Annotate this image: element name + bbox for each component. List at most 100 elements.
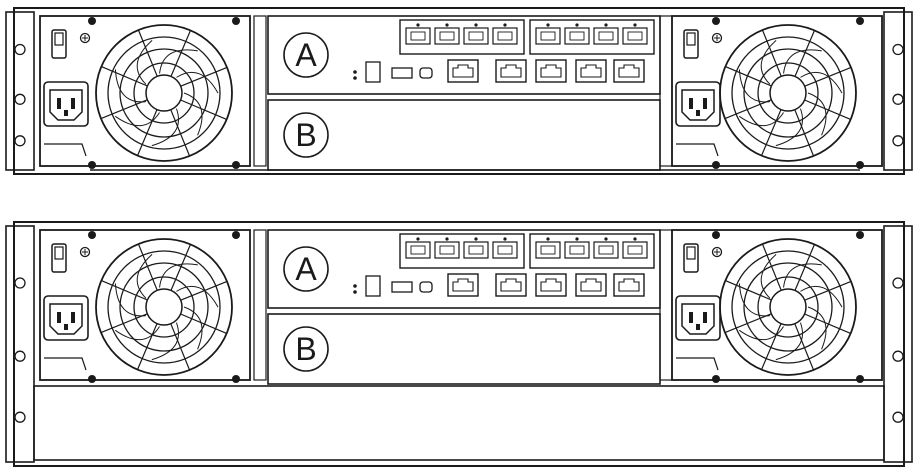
sfp-port-icon [622, 237, 648, 259]
rack-hole [892, 93, 904, 105]
sfp-port-icon [463, 237, 489, 259]
screw-icon [79, 32, 91, 44]
rack-hole [14, 411, 26, 423]
controller-label-circle [283, 32, 329, 78]
rack-ear-right [883, 11, 913, 171]
controller-module-a: A [267, 229, 661, 309]
rack-hole [14, 43, 26, 56]
sfp-port-bank [399, 19, 525, 55]
screw-icon [856, 375, 864, 383]
rack-hole [892, 135, 904, 147]
rj45-port-icon [613, 273, 645, 297]
power-inlet-icon [675, 81, 721, 127]
power-supply-left [39, 15, 251, 169]
sfp-port-icon [593, 237, 619, 259]
status-led [353, 284, 357, 288]
fan-icon [88, 231, 240, 383]
slot-rail-right [659, 15, 673, 167]
power-switch-icon [683, 29, 699, 59]
fan-icon [712, 17, 864, 169]
sfp-port-icon [492, 23, 518, 45]
rack-hole [892, 277, 904, 289]
screw-icon [88, 17, 96, 25]
screw-icon [711, 32, 723, 44]
power-supply-right [671, 229, 883, 383]
usb-port-icon [391, 67, 413, 79]
chassis-outline [13, 221, 905, 467]
power-switch-icon [51, 243, 67, 273]
controller-label: A [295, 37, 317, 73]
rj45-port-icon [447, 59, 479, 83]
usb-port-icon [365, 275, 381, 297]
screw-icon [232, 231, 240, 239]
rj45-port-icon [575, 59, 607, 83]
sfp-port-icon [535, 23, 561, 45]
sfp-port-icon [564, 237, 590, 259]
sfp-port-icon [434, 237, 460, 259]
controller-label-circle [283, 112, 329, 158]
sfp-port-bank [529, 19, 655, 55]
screw-icon [711, 246, 723, 258]
slot-rail-left [253, 229, 267, 381]
screw-icon [856, 17, 864, 25]
controller-label-circle [283, 326, 329, 372]
power-switch-icon [683, 243, 699, 273]
sfp-port-icon [492, 237, 518, 259]
power-inlet-icon [675, 295, 721, 341]
status-led [353, 70, 357, 74]
power-supply-left [39, 229, 251, 383]
fan-icon [88, 17, 240, 169]
screw-icon [232, 375, 240, 383]
rack-hole [892, 43, 904, 56]
power-inlet-icon [43, 81, 89, 127]
rj45-port-icon [447, 273, 479, 297]
screw-icon [88, 231, 96, 239]
rack-hole [892, 411, 904, 423]
status-led [353, 290, 357, 294]
rack-hole [14, 277, 26, 289]
rack-ear-left [5, 11, 35, 171]
sfp-port-icon [593, 23, 619, 45]
controller-label: A [295, 251, 317, 287]
controller-label: B [295, 331, 316, 367]
controller-module-b: B [267, 99, 661, 171]
chassis-outline [13, 7, 905, 175]
sfp-port-bank [399, 233, 525, 269]
sfp-port-icon [535, 237, 561, 259]
sfp-port-bank [529, 233, 655, 269]
screw-icon [856, 231, 864, 239]
screw-icon [712, 231, 720, 239]
rj45-port-icon [535, 273, 567, 297]
slot-rail-right [659, 229, 673, 381]
rack-hole [892, 350, 904, 362]
blank-panel [33, 385, 885, 461]
usb-port-icon [365, 61, 381, 83]
enclosure-unit-top: AB [5, 7, 913, 175]
sfp-port-icon [405, 237, 431, 259]
rack-ear-left [5, 225, 35, 463]
rack-hole [14, 93, 26, 105]
power-supply-right [671, 15, 883, 169]
mini-usb-port-icon [419, 281, 433, 293]
controller-label-circle [283, 246, 329, 292]
rj45-port-icon [613, 59, 645, 83]
screw-icon [232, 161, 240, 169]
rack-ear-right [883, 225, 913, 463]
power-switch-icon [51, 29, 67, 59]
power-inlet-icon [43, 295, 89, 341]
screw-icon [712, 161, 720, 169]
rj45-port-icon [535, 59, 567, 83]
enclosure-unit-bottom: AB [5, 221, 913, 467]
rj45-port-icon [495, 273, 527, 297]
controller-module-b: B [267, 313, 661, 385]
screw-icon [232, 17, 240, 25]
usb-port-icon [391, 281, 413, 293]
screw-icon [79, 246, 91, 258]
slot-rail-left [253, 15, 267, 167]
fan-icon [712, 231, 864, 383]
sfp-port-icon [564, 23, 590, 45]
rj45-port-icon [495, 59, 527, 83]
screw-icon [88, 161, 96, 169]
rack-hole [14, 135, 26, 147]
